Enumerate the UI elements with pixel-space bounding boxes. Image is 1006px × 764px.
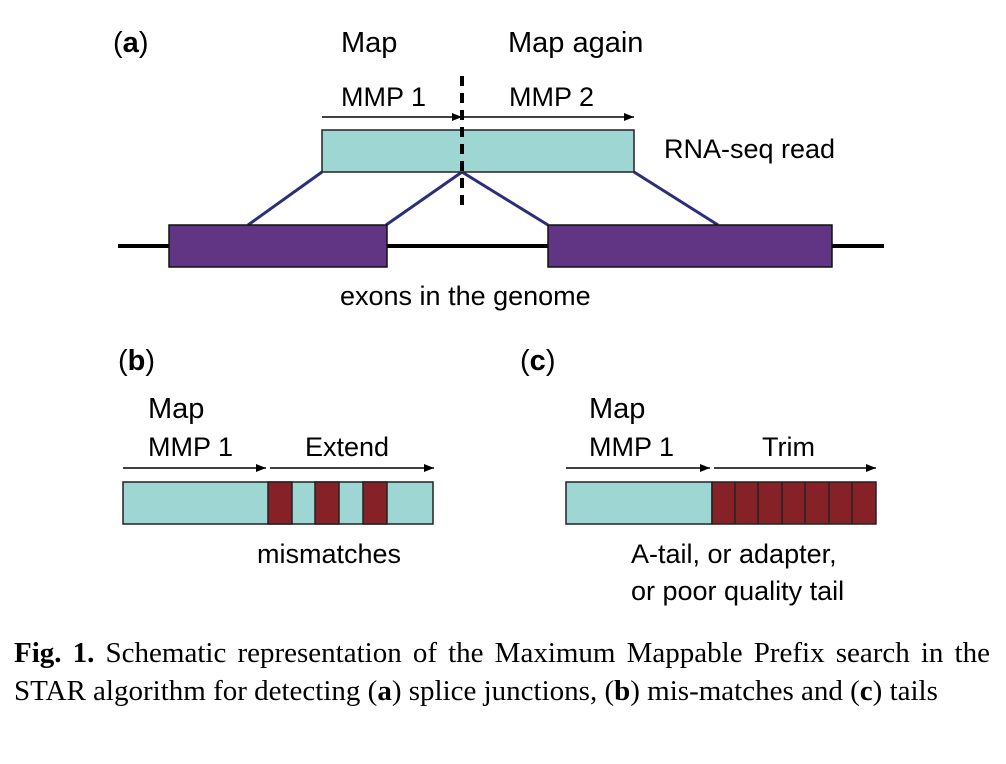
map-again-label: Map again: [508, 27, 643, 59]
connector-line: [633, 170, 719, 227]
panel-a-label: (a): [113, 27, 148, 59]
tail-label-line2: or poor quality tail: [631, 576, 844, 606]
connector-line: [247, 170, 323, 227]
mismatch-block: [362, 481, 388, 525]
mismatch-block: [314, 481, 340, 525]
figure-caption: Fig. 1. Schematic representation of the …: [14, 637, 990, 707]
trim-label: Trim: [762, 432, 815, 462]
mmp2-label: MMP 2: [509, 82, 594, 112]
tail-label-line1: A-tail, or adapter,: [631, 539, 837, 569]
exons-label: exons in the genome: [340, 281, 591, 311]
map-label: Map: [589, 393, 645, 425]
mismatches-label: mismatches: [257, 539, 401, 569]
exon-left: [168, 224, 388, 268]
panel-b: (b) Map MMP 1 Extend mismatches: [118, 345, 434, 569]
extend-label: Extend: [305, 432, 389, 462]
exon-right: [547, 224, 833, 268]
mmp1-label: MMP 1: [589, 432, 674, 462]
map-label: Map: [148, 393, 204, 425]
panel-c: (c) Map MMP 1 Trim A-tail, or adapter, o…: [520, 345, 877, 606]
rna-seq-read: [321, 129, 635, 173]
star-mmp-diagram: (a) Map Map again MMP 1 MMP 2 RNA-seq re…: [113, 27, 884, 606]
mmp1-label: MMP 1: [341, 82, 426, 112]
mmp1-label: MMP 1: [148, 432, 233, 462]
panel-c-label: (c): [520, 345, 555, 377]
rna-seq-read-label: RNA-seq read: [664, 134, 835, 164]
panel-b-label: (b): [118, 345, 155, 377]
map-label: Map: [341, 27, 397, 59]
read-bar: [565, 481, 713, 525]
tail-block: [711, 481, 877, 525]
figure-number: Fig. 1.: [14, 637, 95, 669]
connector-line: [385, 170, 463, 227]
mismatch-block: [267, 481, 293, 525]
panel-a: (a) Map Map again MMP 1 MMP 2 RNA-seq re…: [113, 27, 884, 311]
connector-line: [461, 170, 549, 227]
